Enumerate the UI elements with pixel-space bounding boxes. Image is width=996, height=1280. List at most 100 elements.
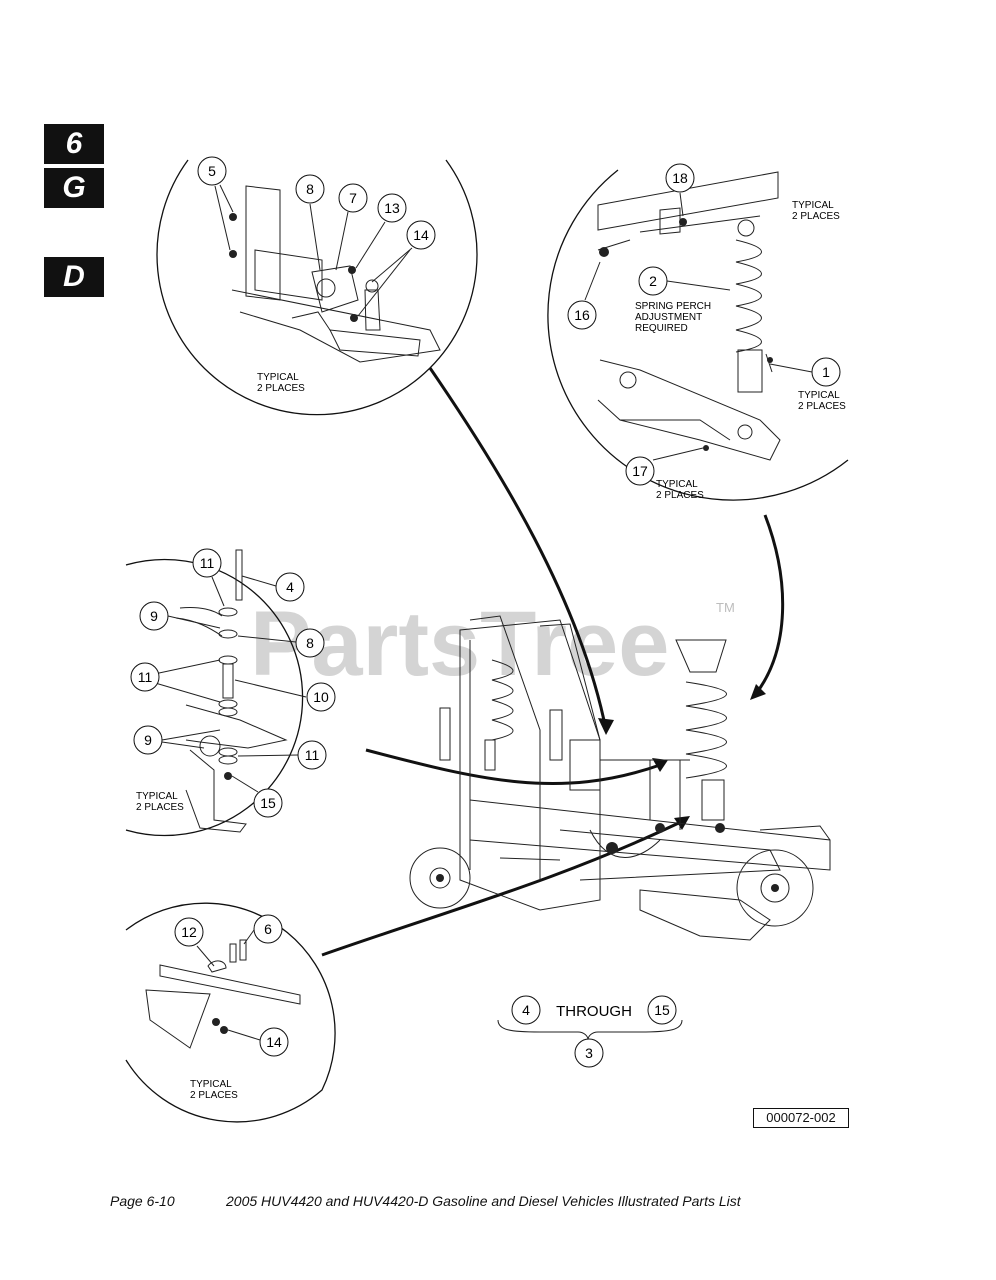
pointer-arrows	[321, 367, 785, 957]
svg-text:ADJUSTMENT: ADJUSTMENT	[635, 312, 702, 323]
svg-text:17: 17	[632, 463, 648, 479]
svg-text:5: 5	[208, 163, 216, 179]
svg-text:10: 10	[313, 689, 329, 705]
svg-text:14: 14	[266, 1034, 282, 1050]
plate-bracket-illustration	[145, 939, 301, 1049]
svg-text:SPRING PERCH: SPRING PERCH	[635, 301, 711, 312]
callout-3[interactable]: 3	[574, 1038, 604, 1068]
svg-text:TYPICAL: TYPICAL	[190, 1079, 232, 1090]
svg-text:1: 1	[822, 364, 830, 380]
callout-group-mid-left: 11 4 9 8 11 10 9 11 15	[130, 548, 336, 818]
callout-14-top[interactable]: 14	[406, 220, 436, 250]
through-label: THROUGH	[556, 1003, 632, 1020]
callout-group-top-right: 18 2 16 1 17	[567, 163, 841, 486]
section-tab-g[interactable]: G	[44, 168, 104, 208]
nut-icons-mid-left	[224, 772, 232, 780]
callout-4-assembly[interactable]: 4	[511, 995, 541, 1025]
detail-circle-top-right	[547, 169, 849, 501]
svg-text:TYPICAL: TYPICAL	[257, 372, 299, 383]
footer-page-number: Page 6-10	[110, 1193, 175, 1209]
svg-text:12: 12	[181, 924, 197, 940]
callout-16[interactable]: 16	[567, 300, 597, 330]
svg-text:TYPICAL: TYPICAL	[792, 200, 834, 211]
svg-text:2 PLACES: 2 PLACES	[792, 211, 840, 222]
callout-15-link[interactable]: 15	[253, 788, 283, 818]
callout-4-link[interactable]: 4	[275, 572, 305, 602]
callout-14-bottom[interactable]: 14	[259, 1027, 289, 1057]
svg-text:REQUIRED: REQUIRED	[635, 323, 688, 334]
bracket-assembly-illustration	[231, 185, 441, 363]
callout-12[interactable]: 12	[174, 917, 204, 947]
svg-text:3: 3	[585, 1045, 593, 1061]
svg-text:15: 15	[260, 795, 276, 811]
svg-text:11: 11	[305, 747, 320, 763]
callout-9-a[interactable]: 9	[139, 601, 169, 631]
svg-text:2 PLACES: 2 PLACES	[656, 490, 704, 501]
svg-text:8: 8	[306, 181, 314, 197]
svg-text:2 PLACES: 2 PLACES	[190, 1090, 238, 1101]
callout-2[interactable]: 2	[638, 266, 668, 296]
main-frame-assembly-illustration	[409, 615, 831, 941]
svg-text:2: 2	[649, 273, 657, 289]
callout-15-assembly[interactable]: 15	[647, 995, 677, 1025]
note-typical-2-places-f: TYPICAL 2 PLACES	[190, 1079, 238, 1101]
callout-11-b[interactable]: 11	[130, 662, 160, 692]
section-tab-6[interactable]: 6	[44, 124, 104, 164]
note-typical-2-places-c: TYPICAL 2 PLACES	[798, 390, 846, 412]
callout-18[interactable]: 18	[665, 163, 695, 193]
callout-8-top[interactable]: 8	[295, 174, 325, 204]
callout-17[interactable]: 17	[625, 456, 655, 486]
svg-text:2 PLACES: 2 PLACES	[257, 383, 305, 394]
svg-text:15: 15	[654, 1002, 670, 1018]
callout-9-b[interactable]: 9	[133, 725, 163, 755]
note-typical-2-places-a: TYPICAL 2 PLACES	[257, 372, 305, 394]
detail-circle-top-left	[156, 159, 478, 416]
svg-text:7: 7	[349, 190, 357, 206]
shock-absorber-illustration	[597, 171, 781, 461]
callout-group-bottom-left: 12 6 14	[174, 914, 289, 1057]
svg-text:8: 8	[306, 635, 314, 651]
callout-13[interactable]: 13	[377, 193, 407, 223]
bolt-icons-top-left	[229, 213, 358, 322]
svg-text:11: 11	[138, 669, 153, 685]
watermark-tm: TM	[716, 600, 735, 615]
callout-7[interactable]: 7	[338, 183, 368, 213]
footer-document-title: 2005 HUV4420 and HUV4420-D Gasoline and …	[226, 1193, 741, 1209]
svg-text:13: 13	[384, 200, 400, 216]
bolt-icons-top-right	[599, 218, 773, 451]
svg-text:2 PLACES: 2 PLACES	[798, 401, 846, 412]
note-typical-2-places-d: TYPICAL 2 PLACES	[656, 479, 704, 501]
svg-text:16: 16	[574, 307, 590, 323]
svg-text:TYPICAL: TYPICAL	[656, 479, 698, 490]
note-typical-2-places-e: TYPICAL 2 PLACES	[136, 791, 184, 813]
arrow-heads	[598, 684, 766, 830]
callout-11-c[interactable]: 11	[297, 740, 327, 770]
svg-text:18: 18	[672, 170, 688, 186]
callout-5[interactable]: 5	[197, 156, 227, 186]
callout-group-assembly: 4 THROUGH 15 3	[497, 995, 683, 1068]
callout-6[interactable]: 6	[253, 914, 283, 944]
svg-text:14: 14	[413, 227, 429, 243]
svg-text:4: 4	[522, 1002, 530, 1018]
svg-text:9: 9	[150, 608, 158, 624]
callout-group-top-left: 5 8 7 13 14	[197, 156, 436, 317]
svg-text:11: 11	[200, 555, 215, 571]
main-assembly-bolt-icons	[436, 823, 779, 892]
callout-11-a[interactable]: 11	[192, 548, 222, 578]
svg-text:TYPICAL: TYPICAL	[798, 390, 840, 401]
figure-id-label: 000072-002	[753, 1108, 849, 1128]
svg-text:4: 4	[286, 579, 294, 595]
nut-icons-bottom-left	[212, 1018, 228, 1034]
callout-1[interactable]: 1	[811, 357, 841, 387]
svg-text:9: 9	[144, 732, 152, 748]
callout-8-mid[interactable]: 8	[295, 628, 325, 658]
svg-text:2 PLACES: 2 PLACES	[136, 802, 184, 813]
section-tab-d[interactable]: D	[44, 257, 104, 297]
callout-10[interactable]: 10	[306, 682, 336, 712]
note-typical-2-places-b: TYPICAL 2 PLACES	[792, 200, 840, 222]
detail-circle-bottom-left	[125, 902, 336, 1123]
note-spring-perch-adjustment: SPRING PERCH ADJUSTMENT REQUIRED	[635, 301, 711, 334]
svg-text:6: 6	[264, 921, 272, 937]
svg-text:TYPICAL: TYPICAL	[136, 791, 178, 802]
